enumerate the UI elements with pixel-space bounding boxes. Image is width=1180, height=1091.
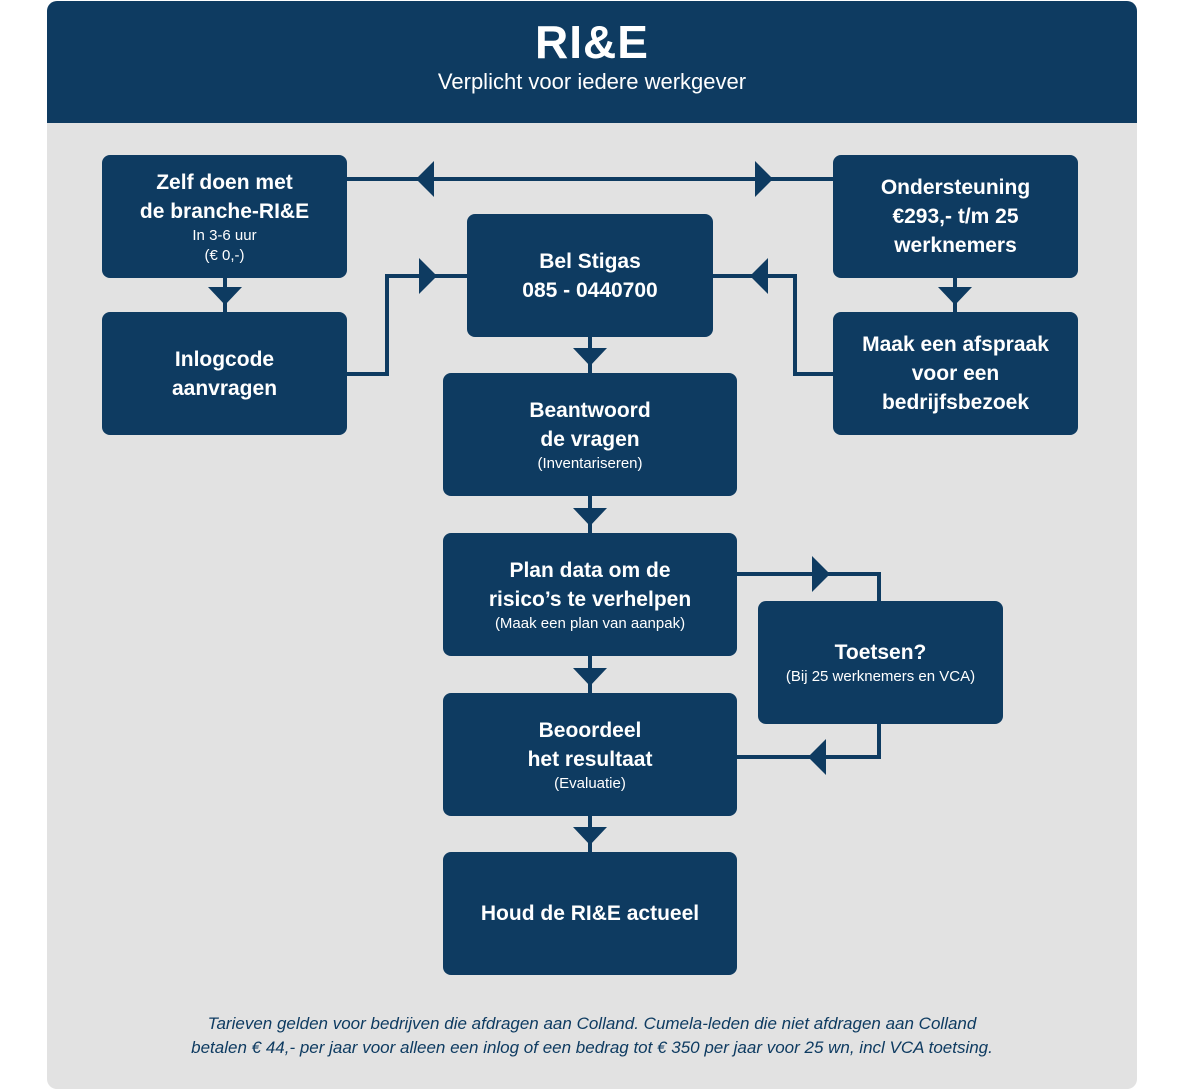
arrowhead-beoordeel-actueel	[573, 827, 607, 845]
box-zelf-doen: Zelf doen met de branche-RI&E In 3-6 uur…	[102, 155, 347, 278]
box-toetsen: Toetsen? (Bij 25 werknemers en VCA)	[758, 601, 1003, 724]
box-beantwoord-title: Beantwoord de vragen	[529, 398, 651, 451]
arrowhead-top-left	[416, 161, 434, 197]
arrowhead-onder-afspraak	[938, 287, 972, 305]
box-bel-stigas: Bel Stigas 085 - 0440700	[467, 214, 713, 337]
arrowhead-into-bel-right	[750, 258, 768, 294]
box-afspraak: Maak een afspraak voor een bedrijfsbezoe…	[833, 312, 1078, 435]
arrowhead-zelf-inlog	[208, 287, 242, 305]
box-actueel-title: Houd de RI&E actueel	[480, 902, 700, 925]
arrowhead-plan-beoordeel	[573, 668, 607, 686]
box-beantwoord: Beantwoord de vragen (Inventariseren)	[443, 373, 737, 496]
connector-plan-toetsen	[736, 572, 881, 602]
box-actueel: Houd de RI&E actueel	[443, 852, 737, 975]
box-beantwoord-sub: (Inventariseren)	[537, 454, 643, 472]
arrowhead-beantwoord-plan	[573, 508, 607, 526]
box-beoordeel-sub: (Evaluatie)	[554, 774, 626, 792]
box-plan: Plan data om de risico’s te verhelpen (M…	[443, 533, 737, 656]
connector-afspraak-bel	[712, 274, 834, 376]
page-subtitle: Verplicht voor iedere werkgever	[437, 69, 747, 94]
arrowhead-into-bel-left	[419, 258, 437, 294]
box-inlogcode-title: Inlogcode aanvragen	[171, 347, 278, 400]
arrowhead-toetsen-beoordeel	[808, 739, 826, 775]
box-afspraak-title: Maak een afspraak voor een bedrijfsbezoe…	[862, 333, 1049, 414]
arrowhead-top-right	[755, 161, 773, 197]
connector-inlog-bel	[346, 274, 468, 376]
box-plan-title: Plan data om de risico’s te verhelpen	[488, 558, 692, 611]
box-beoordeel: Beoordeel het resultaat (Evaluatie)	[443, 693, 737, 816]
box-beoordeel-title: Beoordeel het resultaat	[527, 718, 653, 771]
box-toetsen-title: Toetsen?	[834, 641, 927, 664]
box-toetsen-sub: (Bij 25 werknemers en VCA)	[785, 668, 976, 685]
arrowhead-bel-beantwoord	[573, 348, 607, 366]
header-banner: RI&E Verplicht voor iedere werkgever	[47, 1, 1137, 123]
footnote: Tarieven gelden voor bedrijven die afdra…	[191, 1014, 993, 1057]
connector-toetsen-beoordeel	[736, 722, 881, 759]
box-ondersteuning-title: Ondersteuning €293,- t/m 25 werknemers	[880, 176, 1031, 257]
box-bel-stigas-title: Bel Stigas 085 - 0440700	[522, 249, 658, 302]
box-inlogcode: Inlogcode aanvragen	[102, 312, 347, 435]
page-title: RI&E	[535, 16, 649, 68]
box-plan-sub: (Maak een plan van aanpak)	[494, 614, 686, 632]
box-zelf-doen-sub: In 3-6 uur (€ 0,-)	[192, 226, 257, 264]
arrowhead-plan-toetsen	[812, 556, 830, 592]
box-zelf-doen-title: Zelf doen met de branche-RI&E	[139, 170, 310, 223]
box-ondersteuning: Ondersteuning €293,- t/m 25 werknemers	[833, 155, 1078, 278]
